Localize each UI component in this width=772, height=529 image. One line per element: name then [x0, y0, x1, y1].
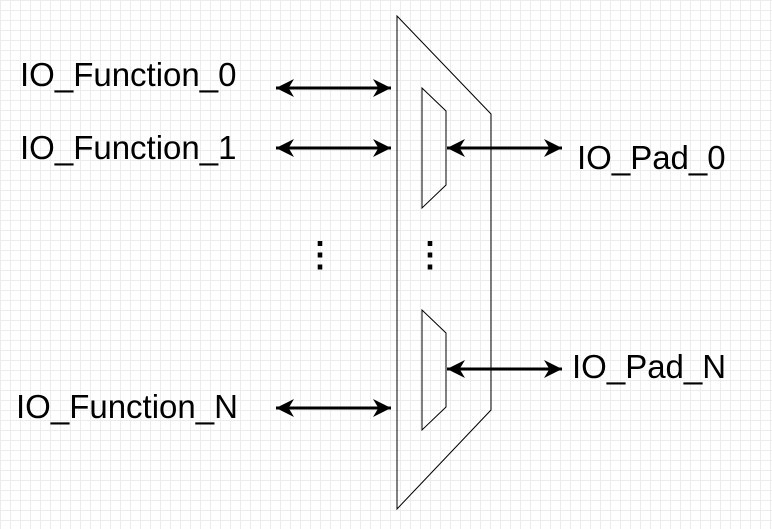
io-function-1-label: IO_Function_1: [20, 129, 236, 166]
io-pad-n-label: IO_Pad_N: [572, 348, 726, 385]
io-mux-block: [396, 14, 492, 511]
io-function-n-label: IO_Function_N: [16, 388, 238, 425]
pad-0-mux: [421, 86, 447, 210]
pad-n-mux: [421, 308, 447, 432]
io-function-0-label: IO_Function_0: [20, 56, 236, 93]
function-ellipsis: ⋮: [303, 236, 337, 274]
mux-ellipsis: ⋮: [413, 236, 447, 274]
io-pad-0-label: IO_Pad_0: [577, 139, 726, 176]
